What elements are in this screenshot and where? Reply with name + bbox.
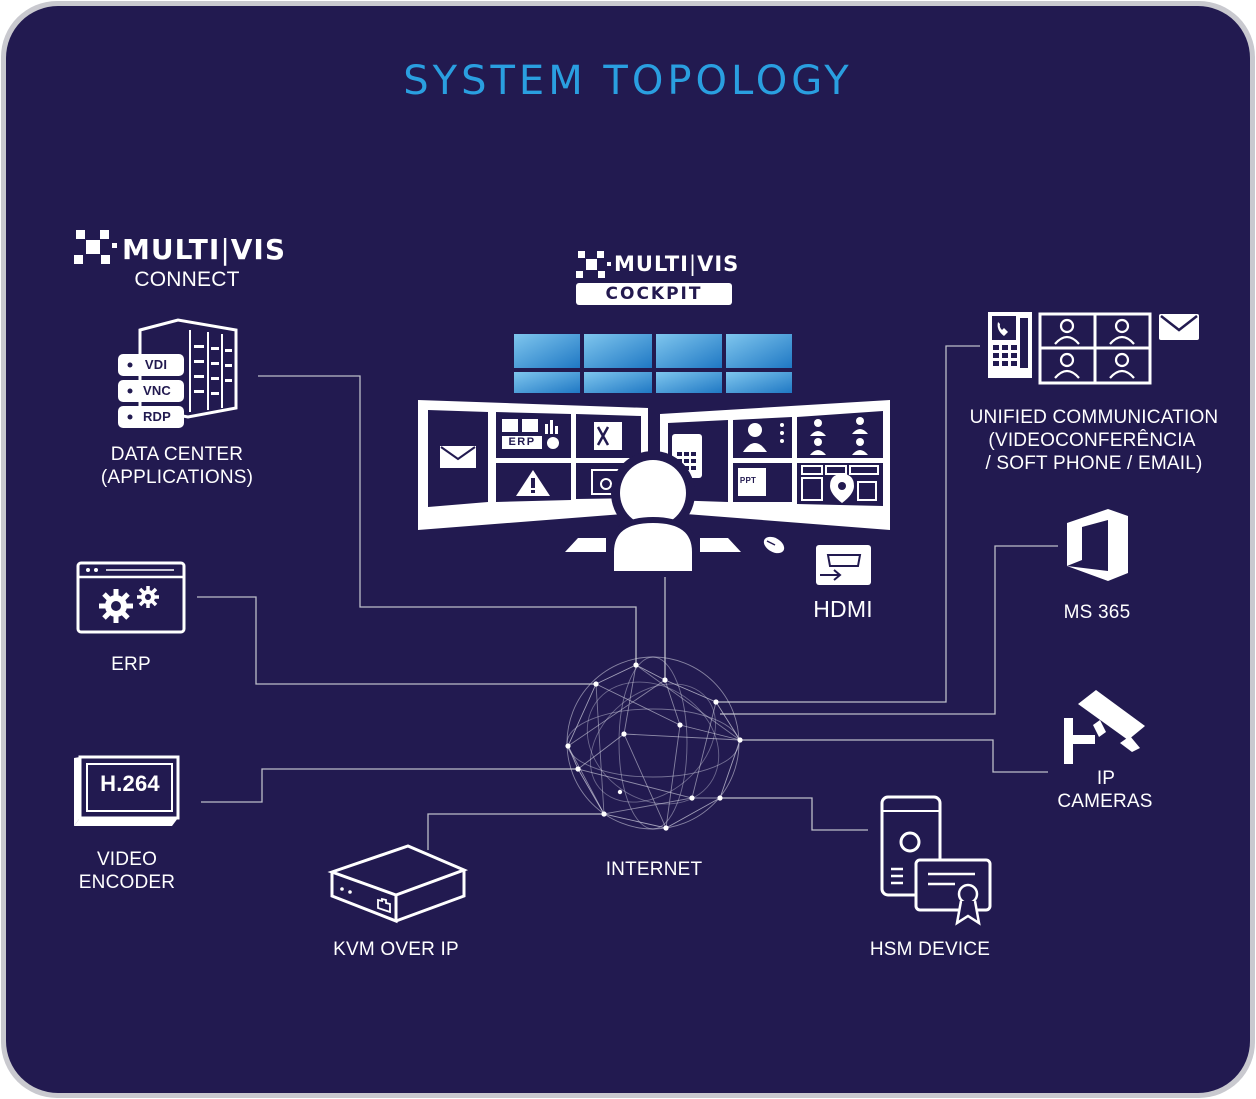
kvm-label: KVM OVER IP (333, 939, 459, 960)
ip-cameras-label-line1: IP (1096, 768, 1116, 789)
internet-label: INTERNET (605, 859, 703, 880)
ip-cameras-label-line2: CAMERAS (1057, 791, 1153, 812)
rdp-tag-label: RDP (142, 409, 172, 424)
page-title: SYSTEM TOPOLOGY (403, 58, 853, 104)
data-center-label-line1: DATA CENTER (110, 444, 244, 465)
hdmi-label: HDMI (813, 596, 873, 622)
monitor-ppt-tag: PPT (739, 476, 757, 485)
operator-icon (565, 451, 741, 577)
hsm-device-icon (880, 795, 942, 897)
desk-phone-icon (988, 312, 1032, 378)
connect-brand-name: MULTI|VIS (122, 233, 287, 266)
cockpit-brand-name: MULTI|VIS (614, 252, 740, 276)
connect-brand-sub: CONNECT (134, 268, 240, 291)
erp-window-icon (76, 561, 186, 634)
ms365-label: MS 365 (1063, 602, 1131, 623)
cockpit-badge: COCKPIT (576, 283, 732, 305)
h264-monitor-icon (74, 755, 180, 826)
vdi-tag-label: VDI (144, 357, 168, 372)
video-encoder-label-line1: VIDEO (96, 849, 158, 870)
video-conference-icon (1038, 312, 1152, 385)
uc-label-line2: (VIDEOCONFERÊNCIA (988, 430, 1196, 451)
uc-label-line1: UNIFIED COMMUNICATION (969, 407, 1219, 428)
email-icon (1159, 314, 1199, 340)
multivis-logo-icon (576, 251, 611, 278)
data-center-label-line2: (APPLICATIONS) (100, 467, 254, 488)
office-icon (1067, 509, 1128, 581)
globe-network-icon (565, 656, 743, 831)
gears-icon (99, 586, 159, 623)
monitor-erp-tag: ERP (508, 436, 536, 448)
vdi-tag (118, 354, 184, 376)
right-monitor (660, 400, 890, 530)
cctv-camera-icon (1064, 690, 1145, 764)
connection-lines (197, 345, 1058, 850)
rdp-tag (118, 406, 184, 428)
mouse-icon (763, 536, 785, 554)
kvm-box-icon (327, 844, 469, 924)
multivis-logo-icon (74, 230, 117, 264)
h264-screen-text: H.264 (100, 771, 160, 796)
vnc-tag (118, 380, 184, 402)
video-encoder-label-line2: ENCODER (78, 872, 176, 893)
certificate-icon (914, 858, 992, 926)
vnc-tag-label: VNC (142, 383, 172, 398)
hsm-label: HSM DEVICE (869, 939, 991, 960)
erp-label: ERP (111, 654, 151, 675)
hdmi-icon (816, 545, 871, 585)
video-wall (514, 334, 792, 393)
uc-label-line3: / SOFT PHONE / EMAIL) (985, 453, 1203, 474)
server-icon (118, 318, 238, 428)
left-monitor (418, 400, 648, 530)
